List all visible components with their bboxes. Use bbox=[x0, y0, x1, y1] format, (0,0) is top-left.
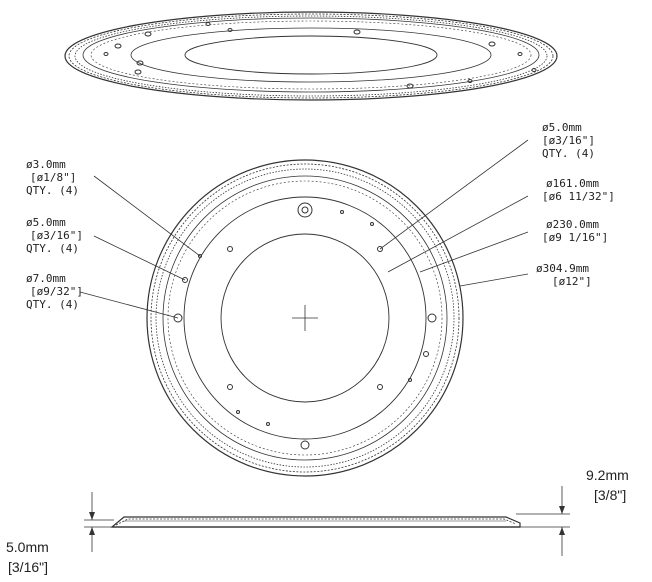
height-in-label: [3/8"] bbox=[594, 487, 626, 503]
callout-label: [ø3/16"] bbox=[542, 134, 595, 147]
callout-label: ø5.0mm bbox=[542, 121, 582, 134]
center-mark bbox=[292, 305, 318, 331]
callout-label: ø161.0mm bbox=[546, 177, 599, 190]
callout-label: [ø9/32"] bbox=[30, 285, 83, 298]
callout-right-4: ø304.9mm [ø12"] bbox=[536, 262, 592, 288]
callout-label: ø3.0mm bbox=[26, 158, 66, 171]
dimension-height: 9.2mm [3/8"] bbox=[586, 467, 629, 503]
callout-label: QTY. (4) bbox=[542, 147, 595, 160]
callout-label: ø230.0mm bbox=[546, 218, 599, 231]
callout-label: [ø1/8"] bbox=[30, 171, 76, 184]
callout-label: [ø6 11/32"] bbox=[542, 190, 615, 203]
callout-label: QTY. (4) bbox=[26, 242, 79, 255]
dimension-thickness: 5.0mm [3/16"] bbox=[6, 539, 49, 575]
thickness-in-label: [3/16"] bbox=[8, 559, 48, 575]
perspective-view bbox=[64, 11, 558, 101]
callout-left-2: ø5.0mm [ø3/16"] QTY. (4) bbox=[26, 216, 83, 255]
callout-right-2: ø161.0mm [ø6 11/32"] bbox=[542, 177, 615, 203]
callout-label: QTY. (4) bbox=[26, 184, 79, 197]
plan-view bbox=[79, 139, 529, 477]
plan-holes bbox=[173, 202, 437, 450]
callout-right-1: ø5.0mm [ø3/16"] QTY. (4) bbox=[542, 121, 595, 160]
callout-label: [ø9 1/16"] bbox=[542, 231, 608, 244]
side-view bbox=[84, 486, 570, 556]
callout-left-1: ø3.0mm [ø1/8"] QTY. (4) bbox=[26, 158, 79, 197]
callout-label: QTY. (4) bbox=[26, 298, 79, 311]
thickness-mm-label: 5.0mm bbox=[6, 539, 49, 555]
callout-left-3: ø7.0mm [ø9/32"] QTY. (4) bbox=[26, 272, 83, 311]
callout-right-3: ø230.0mm [ø9 1/16"] bbox=[542, 218, 608, 244]
callout-label: ø7.0mm bbox=[26, 272, 66, 285]
perspective-holes bbox=[103, 22, 537, 89]
callout-label: ø5.0mm bbox=[26, 216, 66, 229]
leader-lines bbox=[79, 139, 529, 319]
callout-label: ø304.9mm bbox=[536, 262, 589, 275]
callout-label: [ø3/16"] bbox=[30, 229, 83, 242]
callout-label: [ø12"] bbox=[552, 275, 592, 288]
height-mm-label: 9.2mm bbox=[586, 467, 629, 483]
